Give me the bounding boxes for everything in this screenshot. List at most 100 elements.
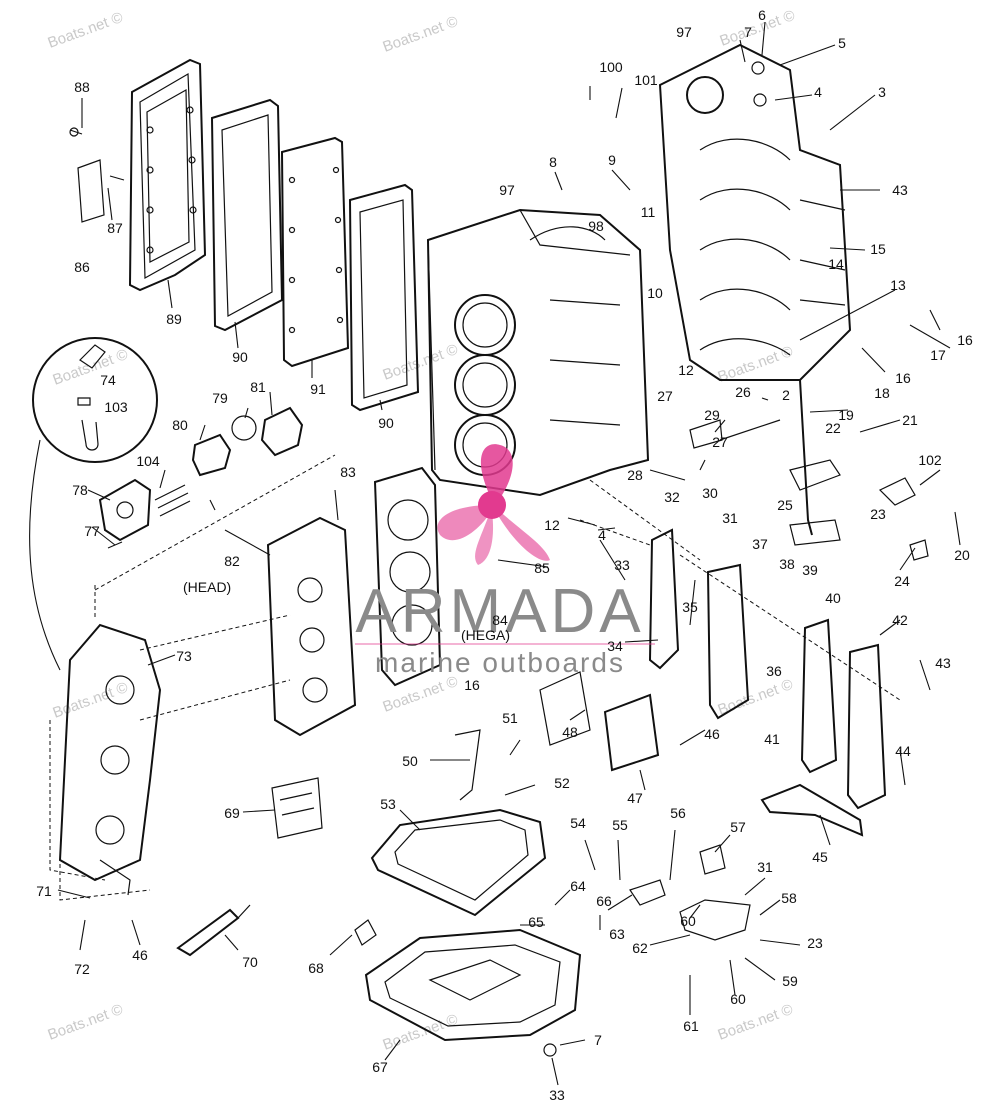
part-callout-54: 54 <box>570 815 586 831</box>
part-callout-81: 81 <box>250 379 266 395</box>
part-callout-60: 60 <box>730 991 746 1007</box>
part-callout-52: 52 <box>554 775 570 791</box>
part-callout-27: 27 <box>712 434 728 450</box>
part-callout-77: 77 <box>84 523 100 539</box>
leader-lines <box>57 21 961 1086</box>
part-callout-60: 60 <box>680 913 696 929</box>
part-callout-13: 13 <box>890 277 906 293</box>
watermark-text: Boats.net © <box>381 13 461 56</box>
part-callout-8: 8 <box>549 154 557 170</box>
logo-petal <box>437 505 492 541</box>
brand-name: ARMADA <box>355 577 644 646</box>
watermark-text: Boats.net © <box>716 1001 796 1044</box>
part-callout-3: 3 <box>878 84 886 100</box>
part-callout-47: 47 <box>627 790 643 806</box>
part-callout-82: 82 <box>224 553 240 569</box>
part-callout-25: 25 <box>777 497 793 513</box>
part-callout-33: 33 <box>549 1087 565 1103</box>
part-callout-72: 72 <box>74 961 90 977</box>
part-callout-89: 89 <box>166 311 182 327</box>
brand-tagline: marine outboards <box>375 647 625 678</box>
logo-petal <box>475 512 494 565</box>
bottom-cover-group <box>271 777 751 1057</box>
part-callout-44: 44 <box>895 743 911 759</box>
part-callout-85: 85 <box>534 560 550 576</box>
part-callout-71: 71 <box>36 883 52 899</box>
part-callout-74: 74 <box>100 372 116 388</box>
part-callout-19: 19 <box>838 407 854 423</box>
part-callout-69: 69 <box>224 805 240 821</box>
part-callout-80: 80 <box>172 417 188 433</box>
watermark-text: Boats.net © <box>51 679 131 722</box>
part-callout-48: 48 <box>562 724 578 740</box>
cylinder-block-group <box>426 43 852 497</box>
part-callout-38: 38 <box>779 556 795 572</box>
thermostat-group <box>32 337 304 549</box>
part-callout-51: 51 <box>502 710 518 726</box>
watermark-text: Boats.net © <box>46 9 126 52</box>
annotation-head: (HEAD) <box>183 579 231 595</box>
part-callout-12: 12 <box>544 517 560 533</box>
part-callout-2: 2 <box>782 387 790 403</box>
part-callout-63: 63 <box>609 926 625 942</box>
part-callout-11: 11 <box>641 204 656 220</box>
watermark-text: Boats.net © <box>381 341 461 384</box>
part-callout-86: 86 <box>74 259 90 275</box>
part-callout-98: 98 <box>588 218 604 234</box>
part-callout-26: 26 <box>735 384 751 400</box>
part-callout-97: 97 <box>676 24 692 40</box>
part-callout-4: 4 <box>598 527 606 543</box>
part-callout-56: 56 <box>670 805 686 821</box>
part-callout-90: 90 <box>378 415 394 431</box>
exhaust-plate-group <box>29 439 336 957</box>
part-callout-24: 24 <box>894 573 910 589</box>
part-callout-70: 70 <box>242 954 258 970</box>
part-callout-10: 10 <box>647 285 663 301</box>
part-callout-7: 7 <box>744 24 752 40</box>
logo-petal <box>480 444 513 505</box>
part-callout-31: 31 <box>757 859 773 875</box>
part-callout-101: 101 <box>634 72 658 88</box>
part-callout-15: 15 <box>870 241 886 257</box>
annotation-hega: (HEGA) <box>461 627 510 643</box>
part-callout-7: 7 <box>594 1032 602 1048</box>
part-callout-5: 5 <box>838 35 846 51</box>
part-callout-73: 73 <box>176 648 192 664</box>
part-callout-102: 102 <box>918 452 942 468</box>
part-callout-50: 50 <box>402 753 418 769</box>
part-callout-64: 64 <box>570 878 586 894</box>
part-callout-6: 6 <box>758 7 766 23</box>
part-callout-88: 88 <box>74 79 90 95</box>
part-callout-36: 36 <box>766 663 782 679</box>
part-callout-22: 22 <box>825 420 841 436</box>
part-callout-45: 45 <box>812 849 828 865</box>
part-callout-61: 61 <box>683 1018 699 1034</box>
brand-logo: ARMADA marine outboards <box>355 444 655 678</box>
part-callout-65: 65 <box>528 914 544 930</box>
part-callout-78: 78 <box>72 482 88 498</box>
part-callout-87: 87 <box>107 220 123 236</box>
exhaust-cover-group <box>69 58 420 412</box>
part-callout-57: 57 <box>730 819 746 835</box>
part-callout-30: 30 <box>702 485 718 501</box>
part-callout-68: 68 <box>308 960 324 976</box>
watermark-text: Boats.net © <box>46 1001 126 1044</box>
part-callout-35: 35 <box>682 599 698 615</box>
part-callout-34: 34 <box>607 638 623 654</box>
part-callout-31: 31 <box>722 510 738 526</box>
part-callout-66: 66 <box>596 893 612 909</box>
watermark-text: Boats.net © <box>381 1011 461 1054</box>
linkage-group <box>454 379 929 837</box>
part-callout-62: 62 <box>632 940 648 956</box>
part-callout-18: 18 <box>874 385 890 401</box>
part-callout-33: 33 <box>614 557 630 573</box>
part-callout-20: 20 <box>954 547 970 563</box>
part-callout-4: 4 <box>814 84 822 100</box>
part-callout-14: 14 <box>828 256 844 272</box>
part-callout-46: 46 <box>132 947 148 963</box>
part-callout-43: 43 <box>892 182 908 198</box>
part-callout-90: 90 <box>232 349 248 365</box>
part-callout-32: 32 <box>664 489 680 505</box>
